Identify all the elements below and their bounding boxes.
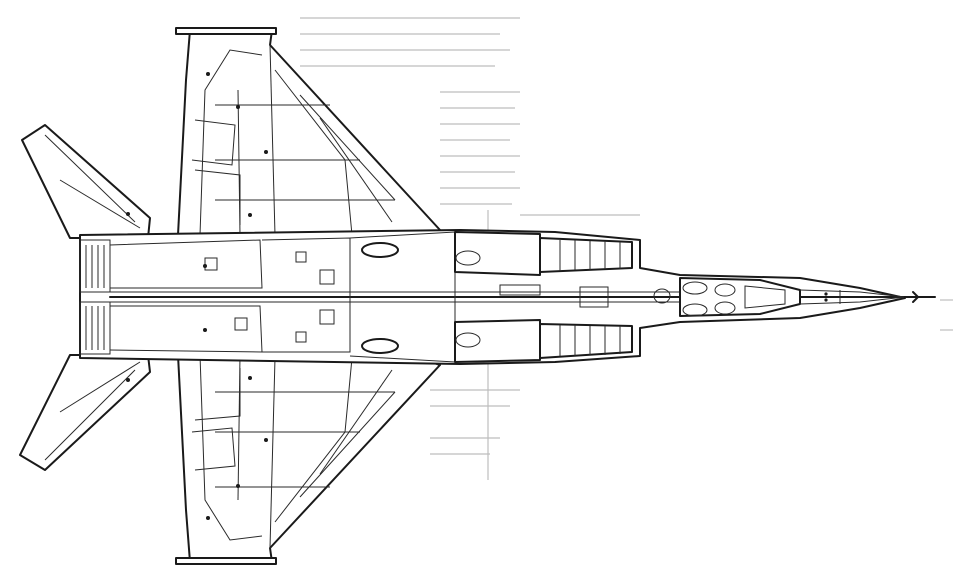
upper-horizontal-stabilizer	[21, 124, 151, 239]
lower-main-wing	[175, 354, 441, 565]
lower-horizontal-stabilizer	[19, 354, 151, 471]
fuselage	[79, 229, 936, 365]
upper-main-wing	[175, 27, 441, 236]
